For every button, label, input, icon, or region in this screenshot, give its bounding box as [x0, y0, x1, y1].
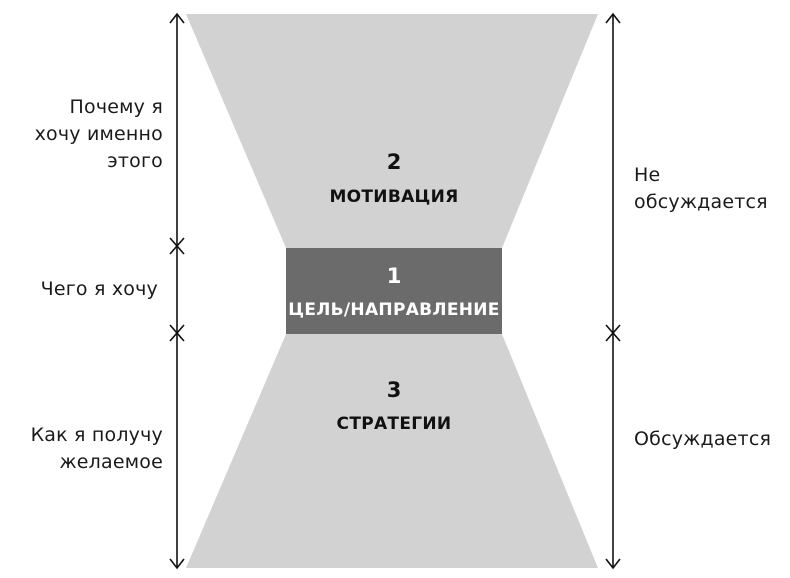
left-bracket [169, 12, 185, 570]
label-why-line: хочу именно [34, 123, 163, 145]
motivation-title: МОТИВАЦИЯ [329, 187, 459, 207]
goal-number: 1 [386, 264, 402, 288]
label-discussed: Обсуждается [634, 426, 771, 453]
label-how-line: Как я получу [30, 424, 163, 446]
strategies-number: 3 [386, 378, 402, 402]
motivation-trapezoid [186, 14, 598, 248]
goal-title: ЦЕЛЬ/НАПРАВЛЕНИЕ [288, 300, 500, 320]
label-what: Чего я хочу [41, 276, 158, 303]
label-why: Почему я хочу именно этого [35, 94, 163, 175]
label-what-line: Чего я хочу [40, 278, 158, 300]
label-why-line: этого [107, 150, 163, 172]
label-not-discussed-line: обсуждается [634, 191, 768, 213]
label-discussed-line: Обсуждается [634, 428, 772, 450]
strategies-trapezoid [186, 334, 598, 568]
label-how: Как я получу желаемое [31, 422, 163, 476]
right-bracket [605, 12, 621, 570]
label-not-discussed-line: Не [634, 164, 661, 186]
motivation-number: 2 [386, 150, 402, 174]
label-why-line: Почему я [69, 96, 163, 118]
label-how-line: желаемое [59, 451, 163, 473]
label-not-discussed: Не обсуждается [634, 162, 768, 216]
strategies-title: СТРАТЕГИИ [336, 414, 452, 434]
goal-box [286, 248, 502, 334]
